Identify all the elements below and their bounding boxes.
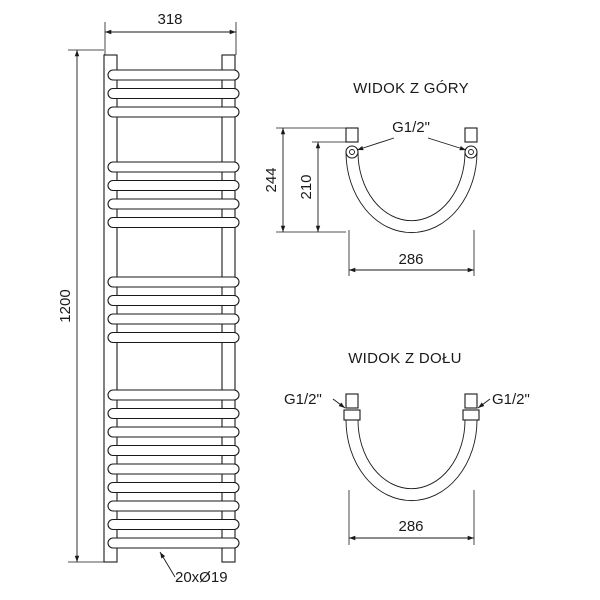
top-right-valve: [464, 145, 478, 159]
radiator-bar-15: [107, 444, 240, 457]
radiator-bar-1: [107, 69, 240, 81]
bottom-left-fitting: [345, 393, 359, 409]
top-left-valve: [345, 145, 359, 159]
radiator-bar-16: [107, 463, 240, 475]
radiator-bar-4: [107, 161, 240, 173]
radiator-bar-19: [107, 518, 240, 531]
top-width-label: 286: [398, 251, 423, 268]
radiator-bar-18: [107, 500, 240, 512]
top-connection-label: G1/2": [392, 119, 430, 136]
radiator-bar-13: [107, 407, 240, 420]
top-view-title: WIDOK Z GÓRY: [353, 80, 469, 97]
bottom-right-fitting: [464, 393, 478, 409]
bottom-u-bar-outer: [345, 419, 478, 502]
bottom-width-label: 286: [398, 518, 423, 535]
radiator-bar-17: [107, 481, 240, 494]
top-depth-inner-label: 210: [298, 174, 315, 199]
bottom-connection-label-left: G1/2": [284, 391, 322, 408]
top-u-bar-inner: [357, 151, 466, 222]
radiator-bar-11: [107, 331, 240, 344]
radiator-bar-6: [107, 198, 240, 210]
bottom-view: WIDOK Z DOŁU G1/2" G1/2" 286: [284, 350, 530, 545]
bottom-connection-label-right: G1/2": [492, 391, 530, 408]
top-right-fitting: [464, 127, 478, 143]
radiator-bar-7: [107, 216, 240, 229]
bottom-view-title: WIDOK Z DOŁU: [348, 350, 462, 367]
tube-spec-label: 20xØ19: [175, 569, 228, 586]
bottom-u-bar-inner: [357, 419, 466, 490]
radiator-bar-2: [107, 87, 240, 100]
top-left-fitting: [345, 127, 359, 143]
tube-spec-callout: 20xØ19: [159, 551, 228, 586]
bottom-right-valve: [462, 409, 480, 421]
front-bars: [107, 69, 240, 549]
front-width-label: 318: [157, 11, 182, 28]
radiator-bar-8: [107, 276, 240, 288]
top-view: WIDOK Z GÓRY G1/2" 244 210 286: [263, 80, 478, 276]
top-u-bar-outer: [345, 151, 478, 234]
radiator-bar-5: [107, 179, 240, 192]
radiator-bar-3: [107, 106, 240, 118]
front-height-dimension: 1200: [57, 49, 104, 563]
radiator-bar-10: [107, 313, 240, 325]
radiator-bar-14: [107, 426, 240, 438]
radiator-bar-12: [107, 389, 240, 401]
front-width-dimension: 318: [104, 11, 237, 55]
front-view: 318 1200 20xØ19: [57, 11, 240, 586]
top-depth-outer-label: 244: [263, 167, 280, 192]
front-height-label: 1200: [57, 289, 74, 322]
bottom-left-valve: [343, 409, 361, 421]
radiator-bar-9: [107, 294, 240, 307]
radiator-bar-20: [107, 537, 240, 549]
